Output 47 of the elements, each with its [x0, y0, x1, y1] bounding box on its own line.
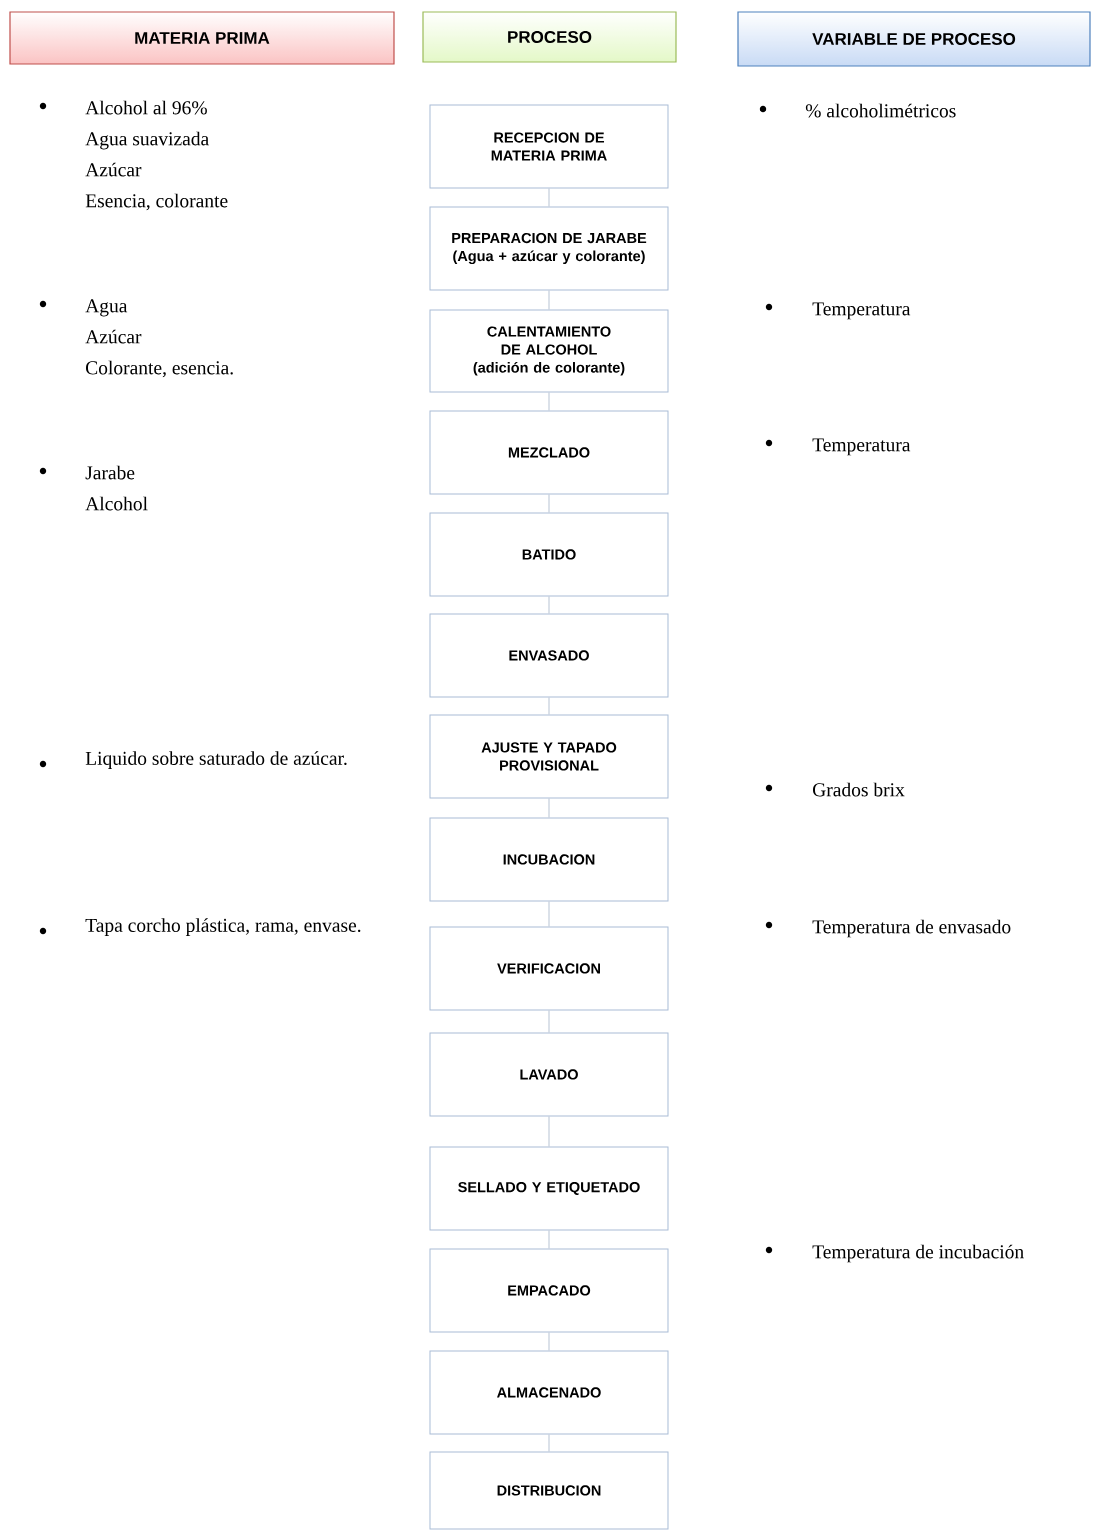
process-box: ENVASADO	[429, 613, 669, 698]
connector-line	[548, 1230, 550, 1249]
process-box: EMPACADO	[429, 1248, 669, 1333]
list-item: Grados brix	[813, 782, 905, 797]
list-item: % alcoholimétricos	[805, 103, 956, 118]
list-item: Tapa corcho plástica, rama, envase.	[85, 918, 361, 936]
list-item: Azúcar	[85, 329, 142, 344]
connector-line	[548, 1116, 550, 1147]
connector-line	[548, 392, 550, 411]
connector-line	[548, 1010, 550, 1033]
list-item: Azúcar	[85, 162, 142, 177]
list-item: Agua suavizada	[85, 131, 209, 150]
process-box: SELLADO Y ETIQUETADO	[429, 1146, 669, 1231]
process-box: CALENTAMIENTO DE ALCOHOL (adición de colorante)	[429, 309, 669, 393]
column-header: MATERIA PRIMA	[9, 11, 395, 65]
list-item: Colorante, esencia.	[86, 360, 233, 378]
connector-line	[548, 697, 550, 715]
process-box: ALMACENADO	[429, 1350, 669, 1435]
process-box: INCUBACION	[429, 817, 669, 902]
process-box: AJUSTE Y TAPADO PROVISIONAL	[429, 714, 669, 799]
list-item: Temperatura de envasado	[812, 919, 1011, 938]
process-box: PREPARACION DE JARABE (Agua + azúcar y colorante)	[429, 206, 669, 291]
column-header: VARIABLE DE PROCESO	[737, 11, 1091, 67]
connector-line	[548, 188, 550, 207]
list-item: Alcohol	[85, 496, 148, 511]
list-item: Alcohol al 96%	[85, 100, 207, 115]
list-item: Agua	[85, 299, 128, 317]
connector-line	[548, 1434, 550, 1452]
process-box: LAVADO	[429, 1032, 669, 1117]
process-box: DISTRIBUCION	[429, 1451, 669, 1530]
list-item: Temperatura	[812, 302, 911, 320]
list-item: Temperatura	[812, 438, 911, 456]
connector-line	[548, 596, 550, 614]
list-item: Temperatura de incubación	[812, 1244, 1024, 1263]
process-box: BATIDO	[429, 512, 669, 597]
process-box: VERIFICACION	[429, 926, 669, 1011]
process-box: RECEPCION DE MATERIA PRIMA	[429, 104, 669, 189]
connector-line	[548, 290, 550, 310]
connector-line	[548, 1332, 550, 1351]
column-header: PROCESO	[422, 11, 677, 63]
connector-line	[548, 901, 550, 927]
process-box: MEZCLADO	[429, 410, 669, 495]
list-item: Liquido sobre saturado de azúcar.	[85, 751, 347, 769]
list-item: Esencia, colorante	[85, 193, 228, 211]
list-item: Jarabe	[85, 465, 135, 480]
connector-line	[548, 494, 550, 513]
connector-line	[548, 798, 550, 818]
